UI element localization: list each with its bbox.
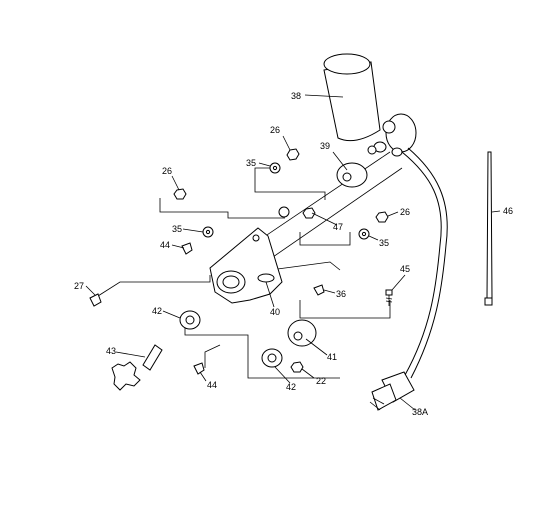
callout-42: 42 <box>152 306 162 316</box>
flange-hub-41 <box>287 319 317 347</box>
sprocket-shaft-43 <box>111 344 163 391</box>
callout-38A: 38A <box>412 407 428 417</box>
cable-tie-46 <box>484 151 493 306</box>
callout-labels: 38 26 39 35 26 35 44 47 26 35 46 45 27 3… <box>74 91 513 417</box>
callout-43: 43 <box>106 346 116 356</box>
callout-35: 35 <box>246 158 256 168</box>
callout-35: 35 <box>379 238 389 248</box>
callout-26: 26 <box>400 207 410 217</box>
callout-38: 38 <box>291 91 301 101</box>
callout-39: 39 <box>320 141 330 151</box>
callout-41: 41 <box>327 352 337 362</box>
callout-26: 26 <box>270 125 280 135</box>
bracket-plate <box>209 227 283 304</box>
collar-42a <box>179 310 201 330</box>
callout-46: 46 <box>503 206 513 216</box>
hub-39 <box>336 162 368 188</box>
callout-26: 26 <box>162 166 172 176</box>
callout-45: 45 <box>400 264 410 274</box>
hardware <box>89 148 393 375</box>
callout-40: 40 <box>270 307 280 317</box>
leader-lines <box>85 94 501 411</box>
callout-35: 35 <box>172 224 182 234</box>
callout-47: 47 <box>333 222 343 232</box>
collar-42b <box>261 348 283 368</box>
callout-44: 44 <box>160 240 170 250</box>
callout-44: 44 <box>207 380 217 390</box>
callout-27: 27 <box>74 281 84 291</box>
callout-36: 36 <box>336 289 346 299</box>
callout-42: 42 <box>286 382 296 392</box>
callout-22: 22 <box>316 376 326 386</box>
motor <box>323 53 417 157</box>
motor-cable <box>369 147 448 411</box>
